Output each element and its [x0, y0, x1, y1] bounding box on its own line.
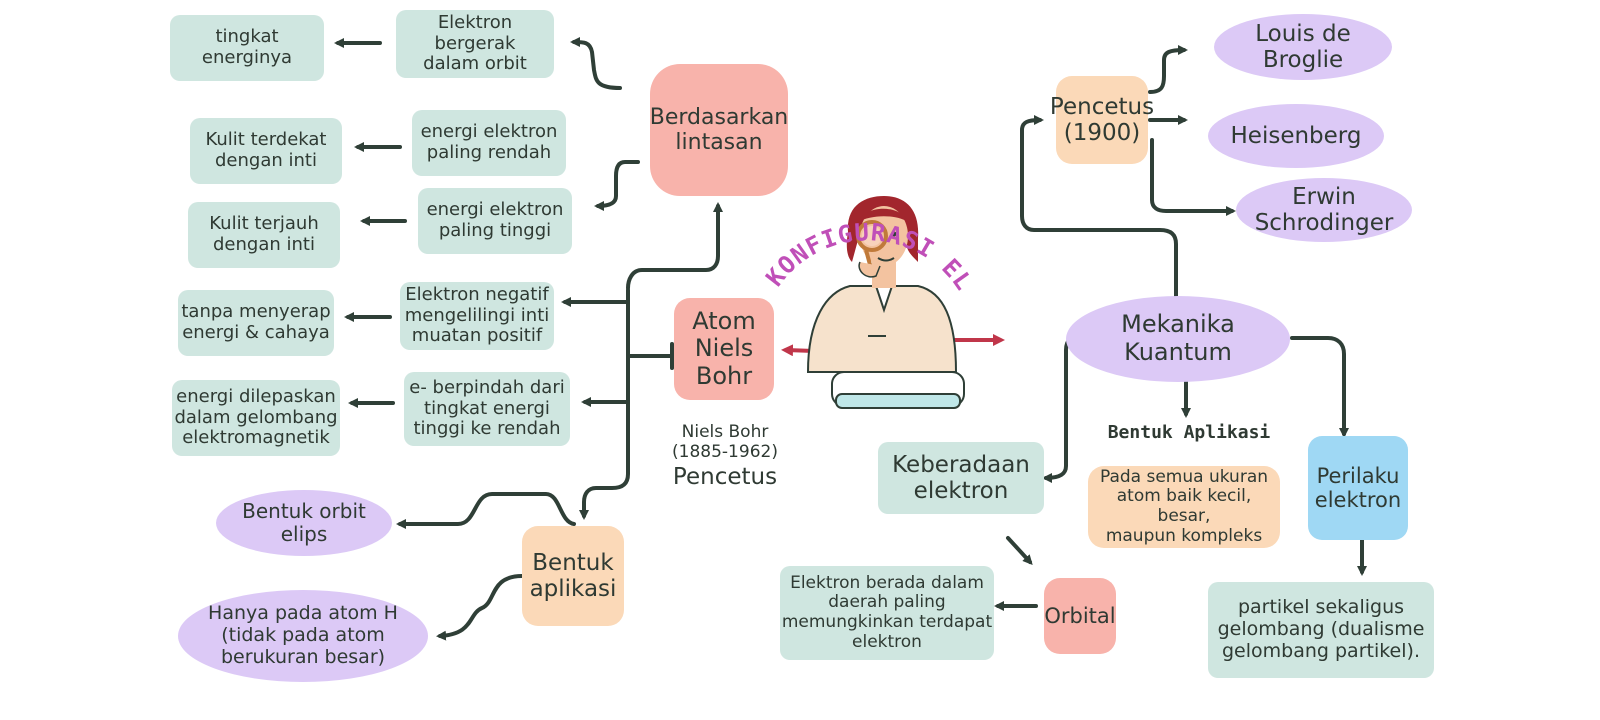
node-kulit-terjauh: Kulit terjauh dengan inti — [188, 202, 340, 268]
node-tingkat-energi: tingkat energinya — [170, 15, 324, 81]
arrow-pencetus-schrodinger — [1150, 138, 1236, 216]
node-elektron-bergerak: Elektron bergerak dalam orbit — [396, 10, 554, 78]
node-orbital: Orbital — [1044, 578, 1116, 654]
arrow-aplikasi-elips — [396, 492, 576, 529]
arrow-lintasan-tinggi — [594, 160, 640, 211]
node-e-berpindah: e- berpindah dari tingkat energi tinggi … — [404, 372, 570, 446]
person-role: Pencetus — [672, 463, 778, 490]
node-erwin-schrodinger: Erwin Schrodinger — [1236, 178, 1412, 242]
node-semua-ukuran-atom: Pada semua ukuran atom baik kecil, besar… — [1088, 466, 1280, 548]
node-louis-de-broglie: Louis de Broglie — [1214, 14, 1392, 80]
node-perilaku-elektron: Perilaku elektron — [1308, 436, 1408, 540]
node-dualisme: partikel sekaligus gelombang (dualisme g… — [1208, 582, 1434, 678]
arrow-lintasan-bergerak — [570, 37, 622, 90]
arrow-kuantum-perilaku — [1290, 336, 1349, 438]
label-bentuk-aplikasi: Bentuk Aplikasi — [1107, 421, 1271, 443]
trunk-vertical — [626, 202, 723, 290]
arrow-aplikasi-atomh — [436, 574, 524, 641]
node-atom-niels-bohr: Atom Niels Bohr — [674, 298, 774, 400]
node-elektron-negatif: Elektron negatif mengelilingi inti muata… — [400, 282, 554, 350]
node-mekanika-kuantum: Mekanika Kuantum — [1066, 296, 1290, 382]
arrow-pencetus-broglie — [1148, 45, 1188, 94]
node-berdasarkan-lintasan: Berdasarkan lintasan — [650, 64, 788, 196]
node-tanpa-menyerap: tanpa menyerap energi & cahaya — [178, 290, 334, 356]
arrow-keberadaan-orbital — [1006, 536, 1033, 565]
node-bentuk-orbit-elips: Bentuk orbit elips — [216, 490, 392, 556]
line-kuantum-pencetus — [1020, 115, 1178, 298]
node-pencetus-1900: Pencetus (1900) — [1050, 76, 1154, 164]
node-bentuk-aplikasi-left: Bentuk aplikasi — [522, 526, 624, 626]
node-keberadaan-elektron: Keberadaan elektron — [878, 442, 1044, 514]
node-heisenberg: Heisenberg — [1208, 104, 1384, 168]
scientist-illustration — [806, 196, 965, 409]
trunk-main — [579, 288, 630, 520]
node-energi-rendah: energi elektron paling rendah — [412, 110, 566, 176]
node-energi-tinggi: energi elektron paling tinggi — [418, 188, 572, 254]
node-energi-dilepaskan: energi dilepaskan dalam gelombang elektr… — [172, 380, 340, 456]
person-name-years: Niels Bohr (1885-1962) — [672, 422, 778, 462]
node-hanya-atom-h: Hanya pada atom H (tidak pada atom beruk… — [178, 590, 428, 682]
node-kulit-terdekat: Kulit terdekat dengan inti — [190, 118, 342, 184]
node-elektron-daerah: Elektron berada dalam daerah paling memu… — [780, 566, 994, 660]
